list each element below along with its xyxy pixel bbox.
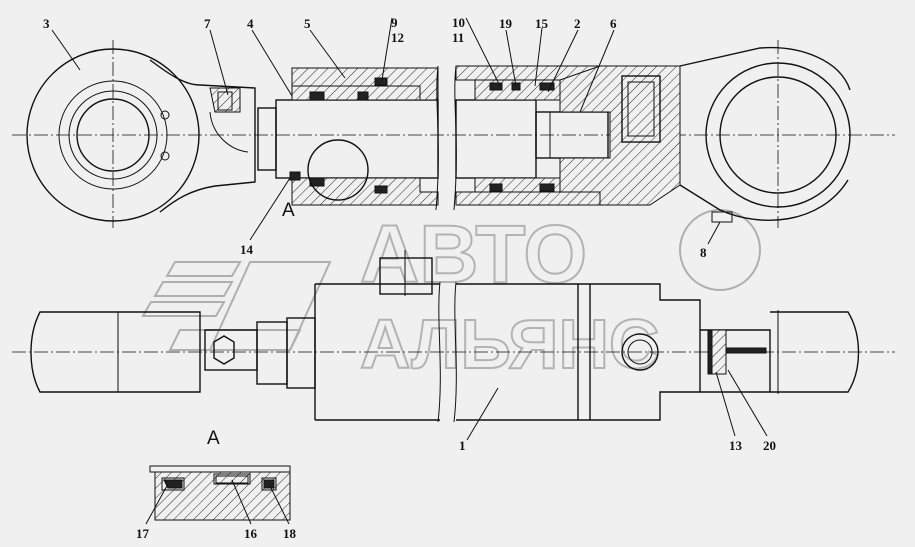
- detail-A-groove-18: [261, 477, 277, 491]
- callout-17: 17: [136, 526, 150, 541]
- rod-end-eye-side: [30, 311, 201, 393]
- callout-16: 16: [244, 526, 258, 541]
- callout-13: 13: [729, 438, 743, 453]
- watermark-emblem-stripes: [141, 261, 332, 351]
- bottom-external-view: [12, 250, 895, 423]
- side-port-inner: [627, 339, 653, 365]
- seal-gland-upper-3: [374, 77, 388, 86]
- piston-rod-right: [455, 99, 537, 179]
- callout-1: 1: [459, 438, 466, 453]
- seal-gland-upper-2: [357, 91, 369, 101]
- side-port-outer: [621, 333, 659, 371]
- callout-20: 20: [763, 438, 776, 453]
- seal-piston-lower-2: [539, 183, 555, 192]
- part-7-nipple: [217, 91, 233, 111]
- right-eye-upper-arm: [679, 46, 851, 91]
- piston-rod-left: [275, 99, 439, 179]
- seal-piston-lower-1: [489, 183, 503, 192]
- callout-7: 7: [204, 16, 211, 31]
- left-eye-neck: [149, 59, 256, 213]
- detail-label-A: A: [207, 428, 220, 449]
- detail-A-groove-17: [161, 477, 185, 491]
- oil-port-top: [379, 257, 433, 295]
- left-eye-screw-top: [160, 110, 170, 120]
- seal-14: [289, 171, 301, 181]
- ring-20: [725, 347, 767, 354]
- right-eye-end-side: [770, 311, 860, 393]
- cylinder-body-1: [315, 283, 701, 421]
- cylinder-bottom: [559, 65, 681, 206]
- callout-2: 2: [574, 16, 581, 31]
- callout-5: 5: [304, 16, 311, 31]
- right-eye-outer: [705, 62, 851, 208]
- seal-piston-upper-2: [511, 82, 521, 91]
- watermark-line1: АВТО: [360, 209, 587, 300]
- seal-piston-upper-3: [539, 82, 555, 91]
- detail-A-body: [154, 471, 291, 521]
- section-label-A: A: [282, 200, 295, 221]
- rod-collar: [257, 107, 277, 171]
- callout-10: 10: [452, 15, 465, 30]
- seal-piston-upper-1: [489, 82, 503, 91]
- left-eye-bearing-outer: [58, 80, 168, 190]
- seal-gland-upper-1: [309, 91, 325, 101]
- callout-3: 3: [43, 16, 50, 31]
- callout-15: 15: [535, 16, 549, 31]
- detail-A-ring-16: [215, 475, 249, 484]
- bottom-eye-housing: [700, 329, 771, 393]
- leader-lines: [51, 17, 768, 525]
- callout-12: 12: [391, 30, 404, 45]
- seal-gland-lower-2: [374, 185, 388, 194]
- callout-19: 19: [499, 16, 513, 31]
- right-eye-bore: [719, 76, 837, 194]
- callouts: 3 7 4 5 9 12 10 11 19 15 2 6 14 8 1 13 2…: [43, 15, 776, 541]
- callout-11: 11: [452, 30, 464, 45]
- detail-A-seal-17: [163, 479, 183, 489]
- detail-A-view: [149, 465, 291, 521]
- break-line-bottom-left: [437, 281, 441, 423]
- hex-bolt: [213, 335, 235, 365]
- break-line-left: [435, 65, 439, 211]
- detail-A-groove-16: [213, 473, 251, 485]
- break-line-right: [453, 65, 457, 211]
- left-eye-bearing-mid: [68, 90, 158, 180]
- callout-6: 6: [610, 16, 617, 31]
- bushing-13: [711, 329, 727, 375]
- rod-collar-outer: [256, 321, 288, 385]
- detail-circle-A: [307, 139, 369, 201]
- top-section-view: [12, 40, 895, 228]
- tube-lower: [455, 191, 601, 206]
- rod-collar-ring: [286, 317, 316, 389]
- watermark-logo: АВТО АЛЬЯНС: [141, 208, 761, 384]
- callout-4: 4: [247, 16, 254, 31]
- left-eye-screw-bottom: [160, 151, 170, 161]
- right-eye-lower-arm: [679, 179, 849, 221]
- bottom-port: [621, 75, 661, 143]
- callout-9: 9: [391, 15, 398, 30]
- callout-8: 8: [700, 245, 707, 260]
- part-7-curve: [209, 111, 249, 153]
- bottom-port-inner: [627, 81, 655, 137]
- callout-18: 18: [283, 526, 297, 541]
- bushing-13-edge: [707, 329, 713, 375]
- detail-A-rod-surface: [149, 465, 291, 473]
- grease-nipple-8: [711, 211, 733, 223]
- watermark-line2: АЛЬЯНС: [360, 305, 660, 383]
- callout-14: 14: [240, 242, 254, 257]
- left-eye-outer: [26, 48, 200, 222]
- left-eye-bore: [76, 98, 150, 172]
- break-line-bottom-right: [453, 281, 457, 423]
